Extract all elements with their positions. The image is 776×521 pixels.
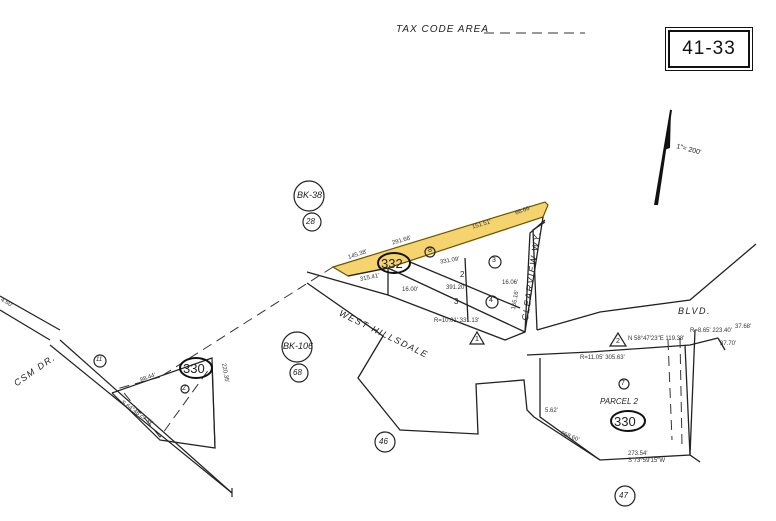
- dim-label: 16.06': [502, 280, 519, 286]
- book-38-label[interactable]: BK-38: [297, 190, 323, 200]
- csm-drive-lines: [0, 295, 233, 497]
- ref-47-label: 47: [619, 491, 628, 500]
- ref-11-label: 11: [96, 357, 103, 363]
- dim-label: R=10.01' 331.13': [434, 318, 480, 324]
- ref-circles: [93, 180, 636, 507]
- dim-label: 391.20': [446, 285, 466, 291]
- parcel-332-label[interactable]: 332: [381, 256, 403, 271]
- dashed-lines: [119, 32, 683, 446]
- dim-label: R=11.05' 305.63': [580, 355, 625, 361]
- book-106-page: 68: [293, 368, 302, 377]
- triangle-markers: [468, 330, 628, 347]
- triangle-1-label: 1: [475, 336, 479, 343]
- street-blvd: BLVD.: [678, 306, 712, 316]
- lot-3-label: 3: [454, 297, 459, 306]
- dim-label: S 73°59'15"W: [628, 458, 666, 464]
- lot-3-circle-label: 3: [492, 257, 496, 264]
- scale-text: 1"= 200': [675, 143, 701, 156]
- parcel-2-330-label[interactable]: 330: [614, 414, 636, 429]
- parcel-330-label[interactable]: 330: [183, 361, 205, 376]
- dim-label: 37.70': [720, 341, 737, 347]
- parcel-330-lot: 2: [182, 385, 186, 392]
- map-page-number: 41-33: [665, 27, 753, 71]
- parcel-boundaries: [306, 216, 757, 463]
- parcel-2-lot: 7: [621, 380, 625, 387]
- dim-label: 37.68': [735, 324, 752, 330]
- lot-4-circle-label: 4: [489, 297, 493, 304]
- dim-label: 273.54': [628, 451, 648, 457]
- book-38-page: 28: [306, 217, 315, 226]
- lot-2-label: 2: [460, 270, 465, 279]
- dim-label: N 58°47'23"E 119.38': [628, 336, 685, 342]
- triangle-2-label: 2: [616, 338, 620, 345]
- dim-label: 16.00': [402, 287, 419, 293]
- parcel-2-title: PARCEL 2: [600, 397, 638, 406]
- parcel-332-lot: 8: [428, 247, 432, 254]
- tax-code-area-label: TAX CODE AREA: [396, 24, 490, 35]
- parcel-ovals: [179, 252, 646, 432]
- dim-label: 5.62': [545, 408, 558, 414]
- ref-46-label: 46: [379, 437, 388, 446]
- dim-label: R=8.65' 223.40': [690, 328, 732, 334]
- book-106-label[interactable]: BK-106: [283, 341, 314, 351]
- north-arrow-head: [664, 108, 671, 150]
